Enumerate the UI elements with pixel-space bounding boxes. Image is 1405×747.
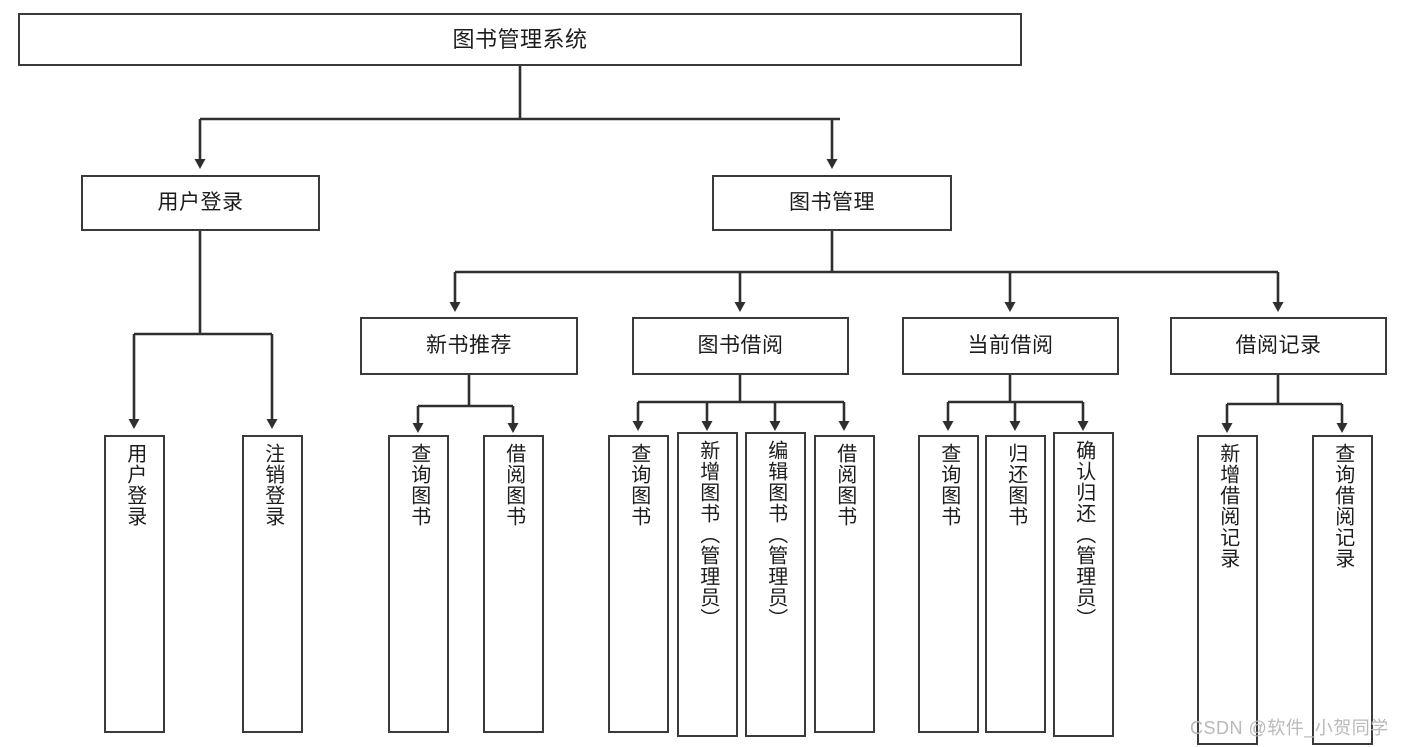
node-label: 图书管理系统 (452, 26, 588, 52)
node-label: 图书借阅 (697, 333, 784, 357)
node-label: 编辑图书（管理员） (764, 440, 787, 629)
leaf-user-login[interactable]: 用户登录 (104, 435, 165, 733)
leaf-borrow-book[interactable]: 借阅图书 (814, 435, 875, 733)
node-label: 查询借阅记录 (1331, 443, 1354, 569)
node-label: 用户登录 (157, 190, 244, 214)
leaf-query-book-borrow[interactable]: 查询图书 (608, 435, 669, 733)
node-label: 新增借阅记录 (1216, 443, 1239, 569)
leaf-edit-book-admin[interactable]: 编辑图书（管理员） (745, 432, 806, 737)
node-book-borrow[interactable]: 图书借阅 (632, 317, 849, 375)
leaf-confirm-return-admin[interactable]: 确认归还（管理员） (1053, 432, 1114, 737)
node-label: 新增图书（管理员） (696, 440, 719, 629)
node-user-login[interactable]: 用户登录 (81, 175, 320, 231)
node-book-management[interactable]: 图书管理 (712, 175, 952, 231)
node-borrow-record[interactable]: 借阅记录 (1170, 317, 1387, 375)
node-label: 查询图书 (937, 443, 960, 527)
node-label: 归还图书 (1004, 443, 1027, 527)
node-root-system[interactable]: 图书管理系统 (18, 13, 1022, 66)
node-label: 借阅图书 (502, 443, 525, 527)
leaf-query-borrow-record[interactable]: 查询借阅记录 (1312, 435, 1373, 745)
leaf-return-book[interactable]: 归还图书 (985, 435, 1046, 733)
leaf-logout-login[interactable]: 注销登录 (242, 435, 303, 733)
node-label: 借阅图书 (833, 443, 856, 527)
node-label: 查询图书 (407, 443, 430, 527)
node-label: 注销登录 (261, 443, 284, 527)
leaf-add-borrow-record[interactable]: 新增借阅记录 (1197, 435, 1258, 745)
node-new-book-recommend[interactable]: 新书推荐 (360, 317, 578, 375)
node-current-borrow[interactable]: 当前借阅 (902, 317, 1119, 375)
leaf-query-book-current[interactable]: 查询图书 (918, 435, 979, 733)
leaf-query-book-recommend[interactable]: 查询图书 (388, 435, 449, 733)
node-label: 借阅记录 (1235, 333, 1322, 357)
leaf-add-book-admin[interactable]: 新增图书（管理员） (677, 432, 738, 737)
csdn-watermark: CSDN @软件_小贺同学 (1190, 718, 1389, 738)
node-label: 查询图书 (627, 443, 650, 527)
node-label: 图书管理 (789, 190, 875, 214)
node-label: 用户登录 (123, 443, 146, 527)
node-label: 确认归还（管理员） (1072, 440, 1095, 629)
leaf-borrow-book-recommend[interactable]: 借阅图书 (483, 435, 544, 733)
node-label: 当前借阅 (967, 333, 1054, 357)
node-label: 新书推荐 (426, 333, 512, 357)
